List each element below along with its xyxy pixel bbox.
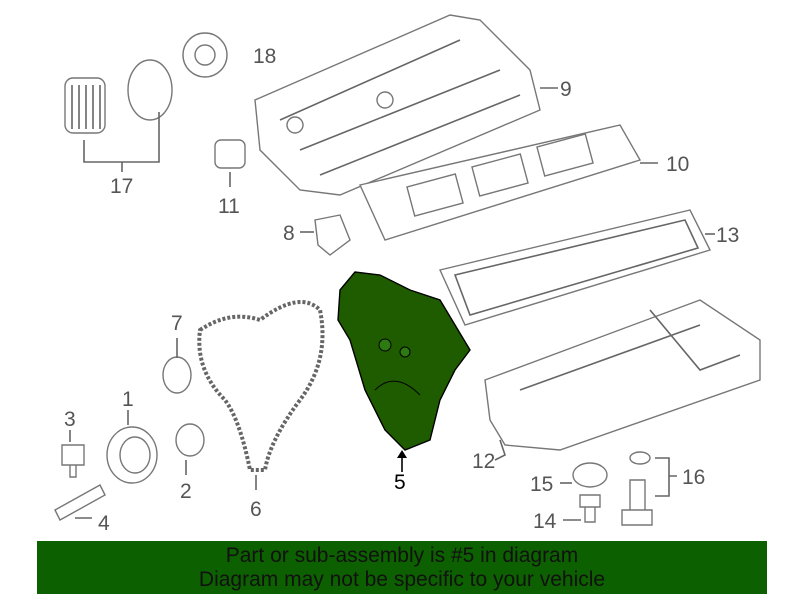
callout-12: 12 bbox=[472, 450, 495, 473]
sensor-8-part bbox=[314, 214, 351, 256]
timing-cover-part-5 bbox=[337, 271, 471, 472]
callout-14: 14 bbox=[533, 510, 557, 533]
callout-6: 6 bbox=[250, 498, 262, 521]
sensor-16-part bbox=[629, 451, 651, 465]
timing-chain-part bbox=[197, 300, 325, 472]
callout-11: 11 bbox=[218, 195, 240, 218]
oil-filter-part bbox=[64, 32, 228, 172]
callout-5: 5 bbox=[394, 471, 406, 494]
banner-line-2: Diagram may not be specific to your vehi… bbox=[198, 568, 606, 591]
part-info-banner: Part or sub-assembly is #5 in diagram Di… bbox=[37, 541, 767, 594]
callout-2: 2 bbox=[180, 480, 192, 503]
callout-8: 8 bbox=[283, 222, 295, 245]
callout-13: 13 bbox=[716, 224, 739, 247]
seal-15-part bbox=[572, 462, 608, 488]
oil-pan-gasket-part bbox=[439, 209, 715, 326]
callout-10: 10 bbox=[666, 153, 689, 176]
oil-pan-part bbox=[484, 299, 761, 461]
bolt-3-part bbox=[61, 444, 85, 478]
plug-14-part bbox=[579, 494, 601, 523]
callout-4: 4 bbox=[98, 512, 110, 535]
callout-9: 9 bbox=[560, 78, 572, 101]
callout-7: 7 bbox=[171, 312, 183, 335]
tensioner-7-part bbox=[162, 356, 192, 394]
callout-1: 1 bbox=[122, 388, 134, 411]
gasket-11-part bbox=[214, 139, 246, 169]
banner-line-1: Part or sub-assembly is #5 in diagram bbox=[225, 544, 579, 567]
sprocket-2-part bbox=[175, 423, 205, 457]
callout-15: 15 bbox=[530, 473, 553, 496]
callout-17: 17 bbox=[110, 175, 133, 198]
valve-cover-part bbox=[254, 14, 558, 196]
valve-cover-gasket-part bbox=[359, 124, 658, 241]
callout-16: 16 bbox=[682, 466, 705, 489]
callout-18: 18 bbox=[253, 45, 276, 68]
callout-3: 3 bbox=[64, 408, 76, 431]
bolt-4-part bbox=[54, 484, 106, 521]
